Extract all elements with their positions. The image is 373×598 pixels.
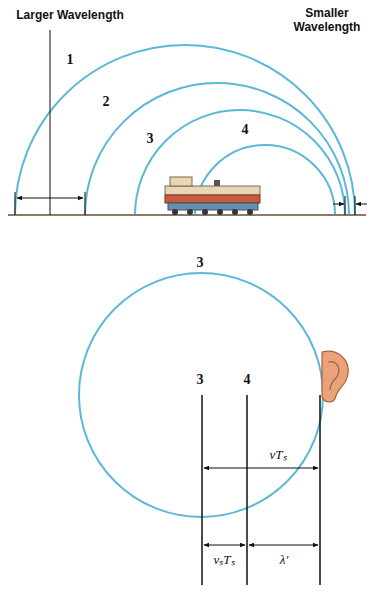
marker-line (50, 30, 51, 215)
dimension-label: vTₛ (269, 448, 288, 463)
callout-number: 2 (103, 94, 110, 110)
marker-line (355, 196, 356, 215)
ground-line (8, 214, 366, 216)
heading-label: Larger Wavelength (16, 9, 124, 23)
marker-line (15, 192, 16, 215)
callout-number: 3 (197, 255, 204, 271)
marker-line (85, 192, 86, 215)
heading-label: Smaller Wavelength (289, 7, 365, 35)
train (165, 177, 260, 215)
wavefronts (15, 45, 355, 215)
callout-number: 4 (242, 122, 249, 138)
position-line (319, 395, 321, 585)
position-line (246, 395, 248, 585)
dimension-arrow (333, 204, 344, 205)
callout-number: 3 (147, 131, 154, 147)
dimension-arrow (17, 198, 83, 199)
ear-icon (322, 351, 348, 402)
dimension-arrow (204, 468, 318, 469)
callout-number: 3 (197, 372, 204, 388)
marker-line (345, 196, 346, 215)
wavefront-circle (79, 273, 323, 517)
callout-number: 1 (67, 52, 74, 68)
position-line (201, 395, 203, 585)
dimension-label: λ′ (279, 553, 289, 568)
dimension-arrow (356, 204, 367, 205)
callout-number: 4 (244, 372, 251, 388)
dimension-arrow (249, 545, 318, 546)
dimension-arrow (204, 545, 245, 546)
dimension-label: vₛTₛ (213, 553, 236, 568)
